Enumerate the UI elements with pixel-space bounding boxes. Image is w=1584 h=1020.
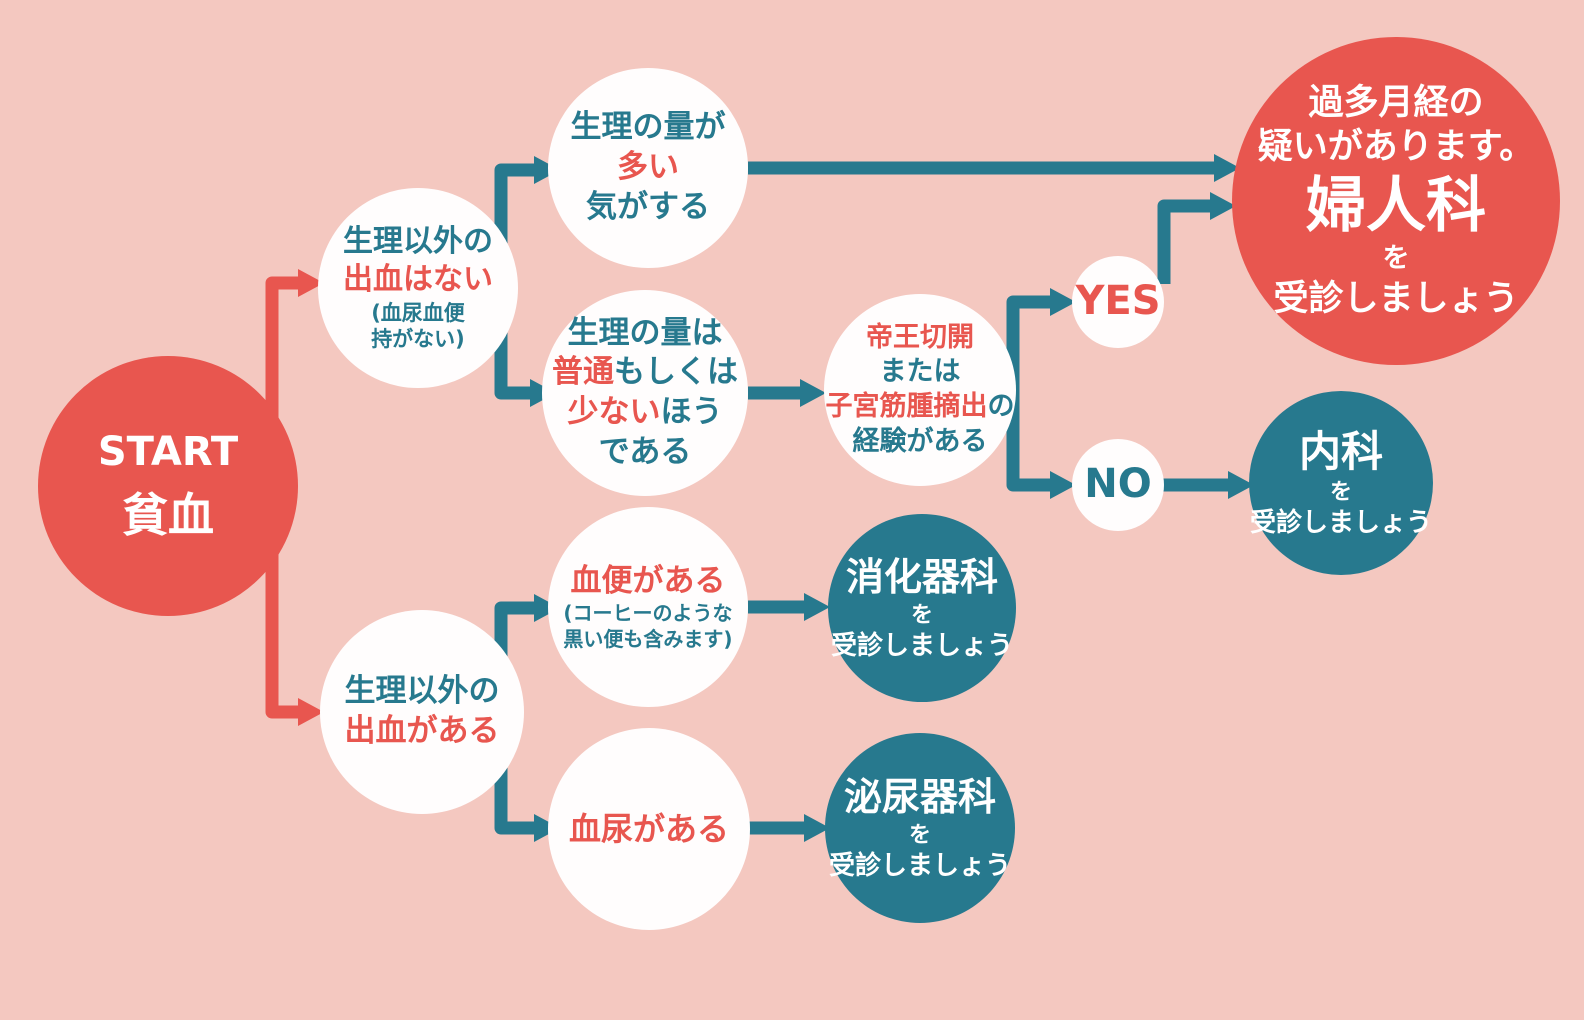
- node-normal-period: 生理の量は 普通もしくは 少ないほう である: [542, 290, 748, 496]
- node-text: 受診しましょう: [828, 850, 1011, 881]
- arrow-surgery-branches: [1006, 288, 1076, 499]
- no-label: NO: [1084, 461, 1152, 508]
- node-text: の: [987, 391, 1015, 422]
- node-text: (血尿血便: [371, 300, 465, 325]
- node-text: 生理の量が: [570, 109, 726, 146]
- node-gynecology-result: 過多月経の 疑いがあります。 婦人科 を 受診しましょう: [1232, 37, 1560, 365]
- node-text: 生理以外の: [343, 223, 493, 259]
- node-text: 過多月経の: [1308, 82, 1484, 123]
- arrow-no-to-internal: [1162, 471, 1254, 499]
- node-yes: YES: [1072, 256, 1164, 348]
- department-name: 消化器科: [845, 554, 998, 599]
- node-text: 血便がある: [570, 562, 726, 599]
- node-text: もしくは: [614, 354, 738, 391]
- department-name: 婦人科: [1306, 171, 1486, 242]
- node-text: 経験がある: [852, 425, 988, 457]
- arrow-heavy-to-gynecology: [748, 154, 1240, 182]
- yes-label: YES: [1075, 278, 1161, 325]
- start-condition: 貧血: [122, 488, 214, 543]
- node-text: ほう: [660, 394, 723, 430]
- node-start: START 貧血: [38, 356, 298, 616]
- department-name: 泌尿器科: [843, 774, 996, 819]
- node-text: 疑いがあります。: [1257, 127, 1535, 168]
- node-text: 子宮筋腫摘出: [825, 391, 988, 422]
- node-text: を: [1329, 480, 1352, 506]
- node-text: を: [1382, 243, 1410, 275]
- node-text: または: [879, 356, 961, 388]
- node-text: 出血がある: [344, 713, 500, 749]
- node-text: 生理以外の: [344, 673, 500, 710]
- department-name: 内科: [1298, 427, 1383, 477]
- node-text: 受診しましょう: [1249, 508, 1432, 539]
- node-text: を: [910, 602, 933, 628]
- node-text: 受診しましょう: [1273, 278, 1519, 319]
- node-no: NO: [1072, 439, 1164, 531]
- arrow-stool-to-gastro: [748, 593, 830, 621]
- node-text: 血尿がある: [568, 809, 729, 848]
- node-text: (コーヒーのような: [563, 601, 733, 626]
- node-bloody-stool: 血便がある (コーヒーのような 黒い便も含みます): [548, 507, 748, 707]
- node-text: 持がない): [371, 327, 465, 352]
- node-text: 黒い便も含みます): [563, 626, 733, 651]
- node-text: 受診しましょう: [830, 630, 1013, 661]
- node-text: 普通: [552, 354, 614, 391]
- node-text: 生理の量は: [567, 314, 723, 351]
- node-gastroenterology-result: 消化器科 を 受診しましょう: [828, 514, 1016, 702]
- node-abnormal-bleeding: 生理以外の 出血がある: [320, 610, 524, 814]
- node-surgery-history: 帝王切開 または 子宮筋腫摘出の 経験がある: [824, 294, 1016, 486]
- node-heavy-period: 生理の量が 多い 気がする: [548, 68, 748, 268]
- node-bloody-urine: 血尿がある: [548, 728, 750, 930]
- node-text: を: [908, 822, 931, 848]
- arrow-normal-to-surgery: [748, 379, 826, 407]
- node-text: 少ない: [567, 394, 661, 430]
- node-text: 気がする: [586, 188, 710, 225]
- node-internal-medicine-result: 内科 を 受診しましょう: [1249, 391, 1433, 575]
- node-text: 多い: [617, 149, 679, 186]
- node-text: 帝王切開: [866, 321, 974, 353]
- node-urology-result: 泌尿器科 を 受診しましょう: [825, 733, 1015, 923]
- node-no-abnormal-bleeding: 生理以外の 出血はない (血尿血便 持がない): [318, 188, 518, 388]
- node-text: である: [598, 433, 692, 470]
- node-text: 出血はない: [343, 262, 493, 298]
- start-label: START: [97, 428, 239, 475]
- arrow-urine-to-urology: [748, 814, 830, 842]
- arrow-yes-to-gynecology: [1157, 192, 1236, 284]
